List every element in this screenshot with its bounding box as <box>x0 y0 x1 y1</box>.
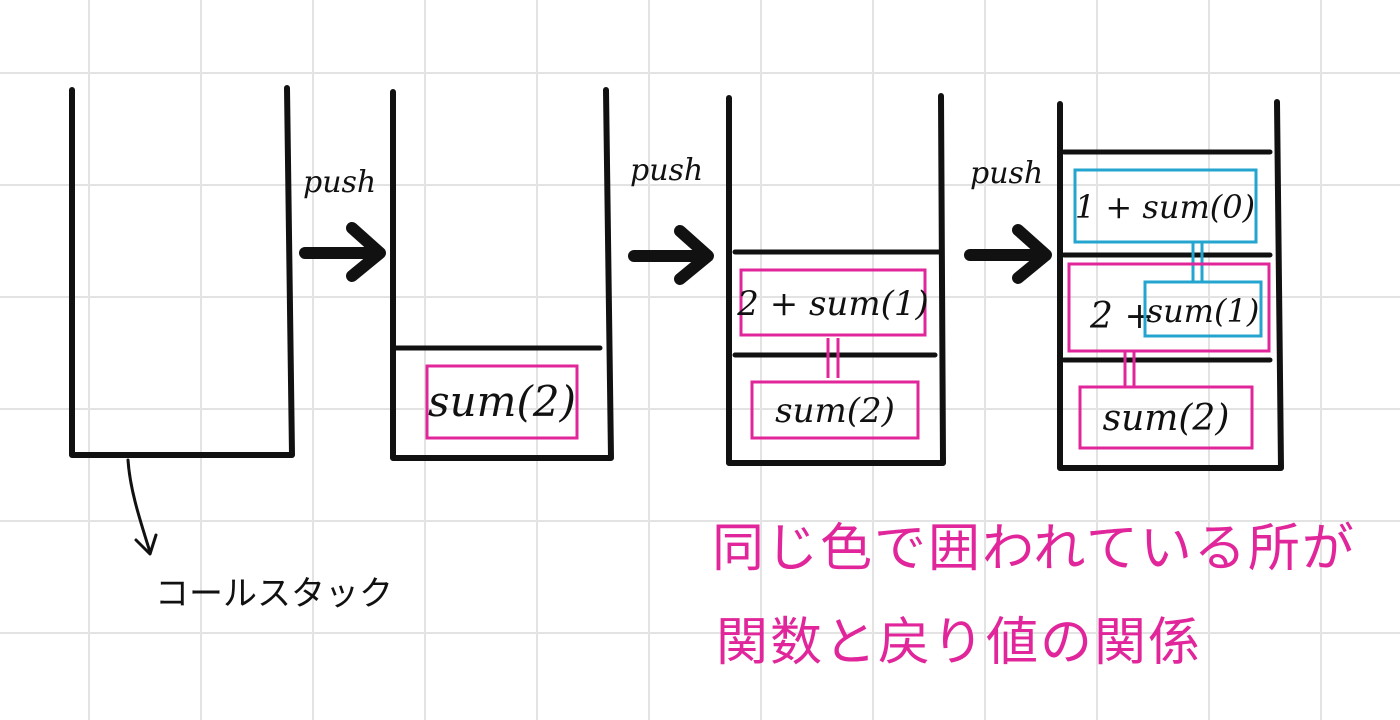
frame-label: sum(2) <box>1103 398 1230 439</box>
stack-three-frames: 1 + sum(0) 2 + sum(1) sum(2) <box>1057 99 1284 471</box>
frame-box-magenta <box>739 268 927 337</box>
call-stack-label: コールスタック <box>155 574 393 614</box>
frame-box-magenta <box>425 364 579 440</box>
push-label-2: push <box>630 153 703 188</box>
stack-one-frame: sum(2) <box>390 87 614 461</box>
right-arrow-icon <box>964 224 1052 284</box>
frame-label: 1 + sum(0) <box>1075 188 1255 226</box>
right-arrow-icon <box>299 222 386 282</box>
stack-container <box>726 93 946 466</box>
frame-box-cyan <box>1073 168 1258 244</box>
right-arrow-icon <box>628 225 714 285</box>
frame-box-magenta <box>750 380 920 440</box>
return-link-magenta <box>1123 352 1136 386</box>
push-label-3: push <box>970 156 1043 191</box>
stack-two-frames: 2 + sum(1) sum(2) <box>726 93 946 466</box>
frame-label: 2 + sum(1) <box>736 284 928 324</box>
note-line-2: 関数と戻り値の関係 <box>716 613 1202 673</box>
frame-box-magenta <box>1078 385 1254 450</box>
frame-label: sum(2) <box>428 377 576 426</box>
stack-container <box>69 85 295 458</box>
frame-label-call: sum(1) <box>1147 292 1260 330</box>
frame-box-cyan <box>1143 280 1263 338</box>
stack-empty <box>69 85 295 458</box>
return-link-magenta <box>826 338 840 378</box>
push-label-1: push <box>303 165 376 200</box>
stack-container <box>1057 99 1284 471</box>
frame-label: sum(2) <box>775 391 895 431</box>
note-line-1: 同じ色で囲われている所が <box>712 519 1356 579</box>
frame-box-magenta <box>1067 262 1271 353</box>
stack-container <box>390 87 614 461</box>
curved-down-arrow-icon <box>126 458 158 556</box>
